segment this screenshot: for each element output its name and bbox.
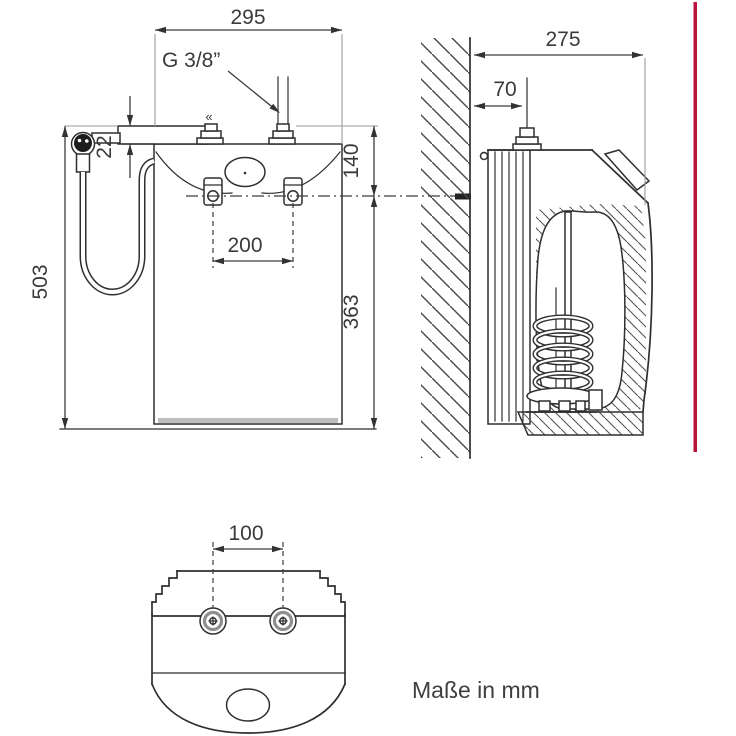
valve-right: [268, 123, 296, 145]
dim-top-140: 140: [340, 143, 363, 178]
bottom-steps-left: [151, 570, 178, 615]
aerator: [75, 153, 91, 173]
dimensions-bottom: 100: [212, 522, 284, 608]
dimensions-side: 275 70: [474, 28, 646, 205]
spout-hole-1: [77, 138, 82, 143]
valve-left: [196, 123, 224, 145]
tank-outline: [153, 143, 343, 425]
bottom-opening: [225, 688, 271, 722]
side-view: 275 70: [421, 28, 653, 459]
appliance-side: [479, 77, 653, 436]
wall-hatching: [421, 38, 470, 458]
bottom-view: 100: [150, 522, 347, 734]
pipe-connection-left: [199, 607, 227, 635]
hose: [79, 157, 156, 296]
bottom-body: [150, 570, 347, 734]
outlet-cover: [603, 149, 651, 192]
flow-marker: «: [205, 109, 212, 124]
dim-offset-70: 70: [493, 78, 516, 101]
dim-height-503: 503: [29, 264, 52, 299]
front-view: 295 G 3/8” « 22 503: [29, 6, 471, 430]
faucet-body: [117, 125, 207, 145]
bottom-section: [516, 411, 644, 436]
thread-size-label: G 3/8”: [162, 49, 220, 72]
bottom-arc: [150, 682, 347, 734]
side-valve-cap: [512, 127, 542, 151]
shell-front: [642, 202, 653, 413]
accent-red-line: [693, 2, 697, 452]
tank-body: [153, 143, 343, 425]
bottom-steps-right: [319, 570, 346, 615]
dim-width-295: 295: [230, 6, 265, 29]
panel-screw: [479, 151, 489, 161]
dim-faucet-22: 22: [93, 135, 116, 158]
dim-brackets-200: 200: [227, 234, 262, 257]
dim-body-363: 363: [340, 294, 363, 329]
dimensions-front: 295 G 3/8” « 22 503: [29, 6, 378, 430]
pipe-connection-right: [269, 607, 297, 635]
flange-clamp: [588, 389, 603, 411]
dim-depth-275: 275: [545, 28, 580, 51]
mounting-brackets: [186, 177, 471, 268]
units-note: Maße in mm: [412, 677, 540, 703]
spout-head: [74, 134, 92, 152]
shell-diagonal: [590, 148, 650, 205]
knob-center-dot: [243, 171, 247, 175]
faucet: [70, 76, 296, 296]
spout-hole-2: [85, 139, 89, 143]
tank-bottom-shadow: [158, 418, 338, 423]
element-rod: [564, 211, 572, 399]
cover-seam-left: [155, 151, 233, 194]
inner-tank: [535, 210, 626, 410]
dim-connections-100: 100: [228, 522, 263, 545]
